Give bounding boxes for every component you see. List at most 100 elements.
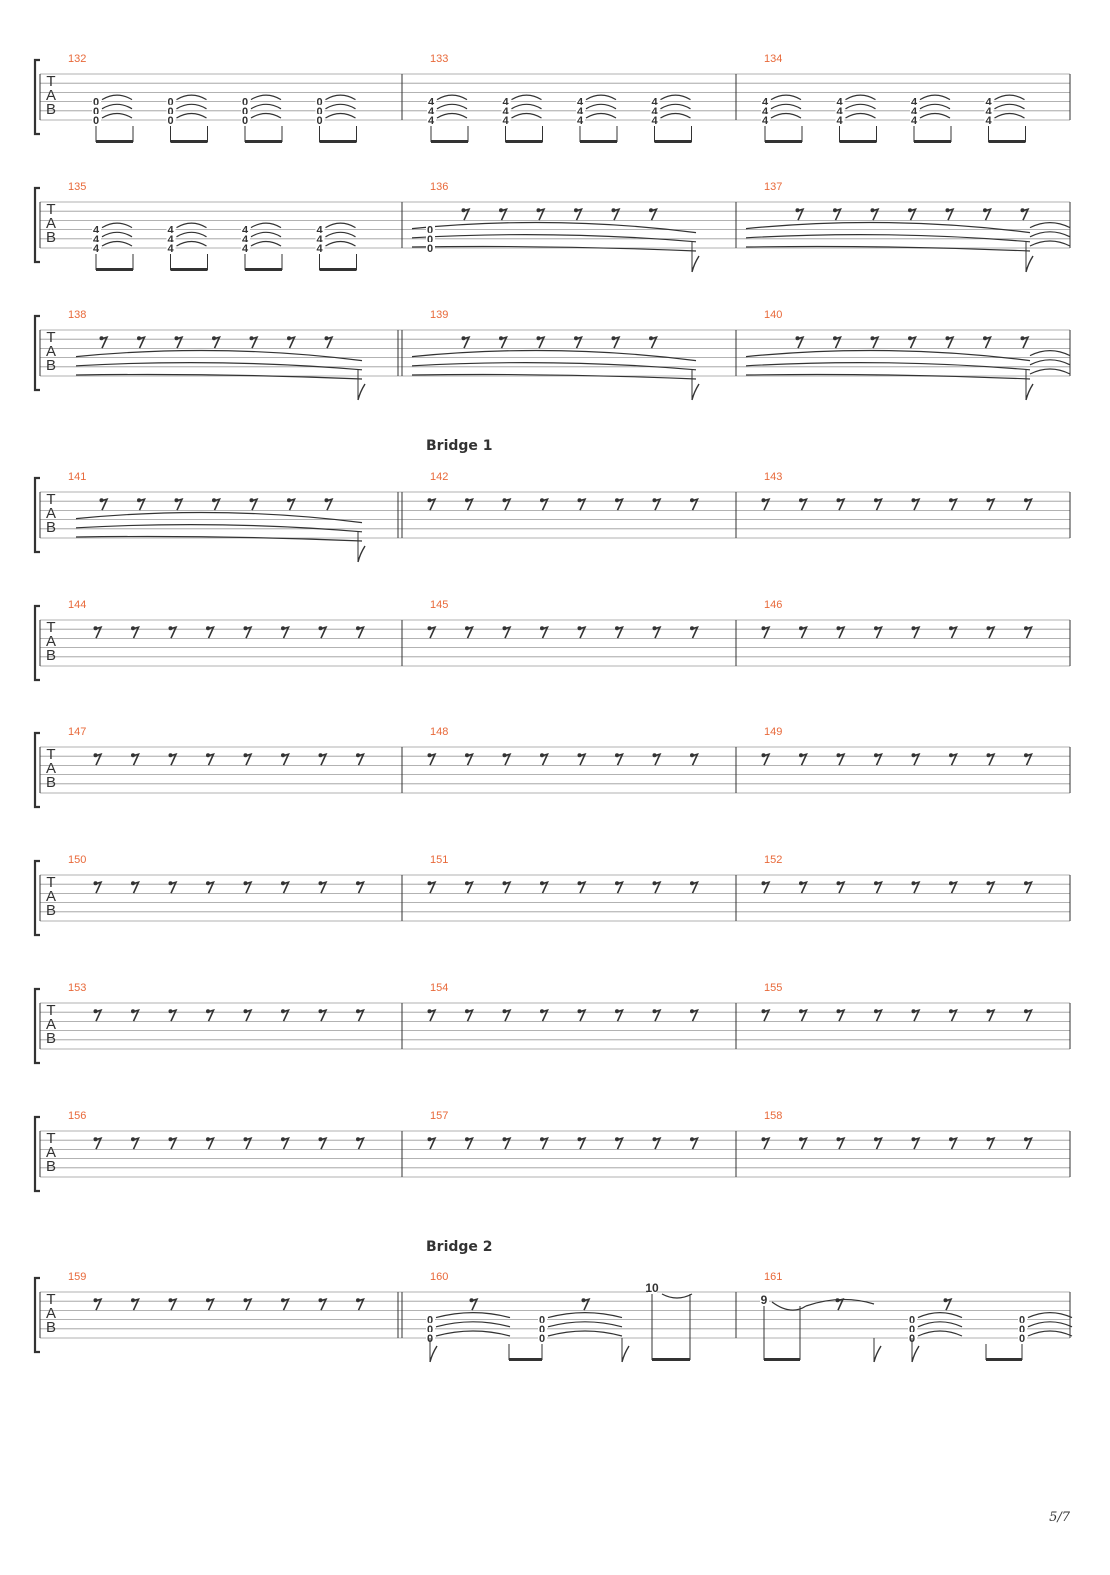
fret-number: 0: [167, 97, 173, 109]
note-beam: [839, 140, 877, 143]
tab-clef-letter: B: [46, 519, 56, 536]
note-beam: [988, 140, 1026, 143]
system-bracket: [33, 58, 40, 136]
tie-arc: [435, 1330, 511, 1337]
eighth-rest-2: [836, 1008, 846, 1022]
tie-arc: [176, 240, 207, 247]
eighth-rest-0: [427, 752, 437, 766]
eighth-rest-5: [949, 1136, 958, 1150]
tab-clef-letter: T: [46, 201, 55, 218]
tab-clef-letter: B: [46, 229, 56, 246]
fret-number: 0: [167, 106, 173, 118]
eighth-rest-6: [318, 1008, 328, 1022]
tab-clef-letter: T: [46, 491, 55, 508]
tie-arc: [325, 240, 356, 247]
eighth-rest-7: [1024, 1136, 1033, 1150]
tie-arc: [845, 112, 876, 119]
tie-arc: [250, 112, 282, 119]
eighth-rest-2: [168, 1136, 178, 1150]
eighth-rest-4: [577, 1136, 587, 1150]
eighth-rest-3: [206, 880, 215, 894]
fret-bg: [761, 95, 770, 107]
system-bracket: [33, 186, 40, 264]
measure-number: 154: [430, 982, 448, 994]
section-label-bridge-2: Bridge 2: [426, 1239, 493, 1255]
tie-arc: [436, 103, 468, 110]
measure-number: 150: [68, 854, 86, 866]
measure-number: 135: [68, 181, 86, 193]
fret-number: 4: [167, 234, 174, 246]
fret-bg: [650, 95, 660, 107]
eighth-rest-6: [324, 497, 334, 511]
fret-number: 4: [836, 97, 843, 109]
eighth-rest-6: [986, 497, 996, 511]
fret-bg: [908, 1322, 917, 1334]
measure-number: 151: [430, 854, 448, 866]
eighth-rest-1: [799, 880, 808, 894]
eighth-rest-1: [581, 1297, 591, 1311]
eighth-rest-6: [652, 880, 662, 894]
tie-arc: [1029, 231, 1071, 238]
eighth-rest-2: [502, 752, 512, 766]
tie-arc: [1027, 1321, 1073, 1328]
tie-arc: [547, 1330, 623, 1337]
fret-bg: [315, 232, 325, 244]
fret-bg: [910, 104, 919, 116]
eighth-rest-5: [281, 1008, 290, 1022]
fret-number: 0: [93, 106, 99, 118]
tab-clef-letter: B: [46, 1158, 56, 1175]
eighth-rest-0: [795, 207, 805, 221]
eighth-rest-7: [356, 1008, 365, 1022]
note-beam: [764, 1358, 800, 1361]
eighth-rest-2: [836, 880, 846, 894]
tie-arc: [250, 222, 282, 229]
eighth-rest-0: [761, 497, 771, 511]
fret-number: 4: [985, 97, 992, 109]
eighth-rest-6: [1020, 335, 1030, 349]
eighth-rest-5: [615, 1008, 624, 1022]
tie-arc: [250, 103, 282, 110]
system-bracket: [33, 859, 40, 937]
eighth-rest-0: [761, 752, 771, 766]
tie-arc: [176, 112, 207, 119]
eighth-rest-3: [212, 335, 221, 349]
tie-arc: [176, 222, 207, 229]
measure-number: 140: [764, 309, 782, 321]
measure-number: 134: [764, 53, 782, 65]
fret-bg: [426, 1322, 435, 1334]
fret-bg: [650, 114, 660, 125]
fret-number: 0: [316, 106, 322, 118]
tie-arc: [661, 1293, 693, 1299]
eighth-rest-5: [615, 752, 624, 766]
eighth-rest-7: [356, 625, 365, 639]
eighth-rest-1: [943, 1297, 953, 1311]
eighth-rest-7: [690, 1008, 699, 1022]
tie-arc: [101, 112, 133, 119]
fret-bg: [835, 95, 845, 107]
tie-arc: [917, 1312, 963, 1319]
tab-clef-letter: A: [46, 1016, 56, 1033]
eighth-rest-5: [281, 1136, 290, 1150]
fret-number: 0: [242, 97, 248, 109]
eighth-rest-4: [243, 1297, 253, 1311]
eighth-rest-5: [649, 207, 658, 221]
measure-number: 152: [764, 854, 782, 866]
eighth-rest-3: [874, 1008, 883, 1022]
tie-arc: [917, 1330, 963, 1337]
eighth-rest-3: [874, 497, 883, 511]
tab-clef-letter: B: [46, 902, 56, 919]
sustain-tie: [75, 524, 363, 533]
tie-arc: [585, 112, 617, 119]
sustain-tie: [745, 221, 1031, 234]
fret-bg: [92, 95, 101, 107]
eighth-rest-7: [690, 1136, 699, 1150]
fret-number: 4: [651, 97, 658, 109]
eighth-rest-2: [870, 207, 880, 221]
measure-number: 159: [68, 1271, 86, 1283]
eighth-rest-2: [174, 335, 184, 349]
eighth-rest-6: [986, 752, 996, 766]
tie-arc: [919, 94, 951, 101]
note-beam: [170, 140, 208, 143]
tie-arc: [1029, 222, 1071, 229]
